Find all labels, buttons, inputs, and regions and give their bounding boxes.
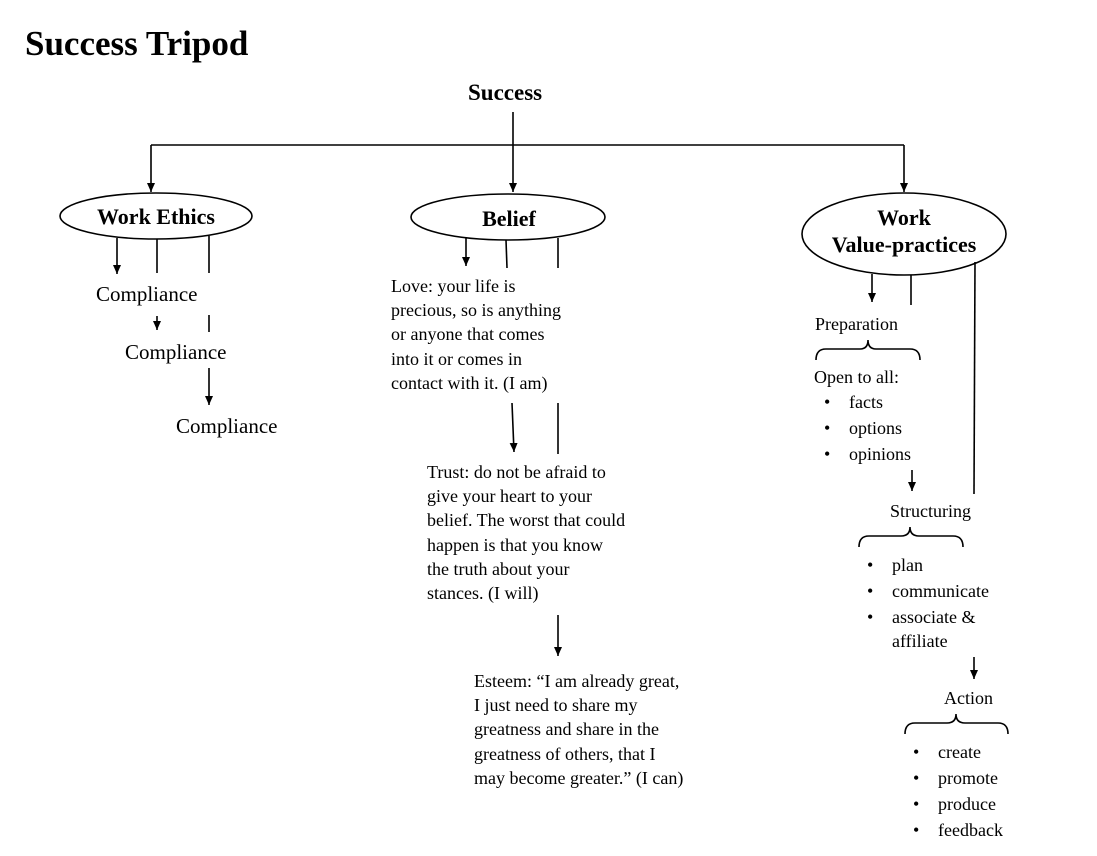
trust-paragraph: Trust: do not be afraid to give your hea…: [427, 460, 625, 605]
preparation-brace: [815, 339, 921, 361]
list-item: associate &: [864, 604, 989, 630]
love-to-trust-arrow: [509, 402, 518, 453]
work-value-practices-node: [801, 192, 1007, 276]
action-brace: [904, 713, 1009, 735]
esteem-line: greatness of others, that I: [474, 743, 656, 764]
trust-line: give your heart to your: [427, 486, 592, 507]
preparation-label: Preparation: [815, 314, 898, 334]
preparation-intro: Open to all:: [814, 367, 899, 387]
belief-node: [410, 193, 606, 241]
trust-line: the truth about your: [427, 558, 570, 579]
list-item: create: [910, 739, 1003, 765]
list-item: options: [821, 415, 911, 441]
trust-line: Trust: do not be afraid to: [427, 462, 606, 482]
list-item: feedback: [910, 817, 1003, 843]
love-paragraph: Love: your life is precious, so is anyth…: [391, 274, 561, 395]
work-value-practices-label-line1: Work: [877, 205, 931, 230]
structuring-label: Structuring: [890, 501, 971, 521]
work-ethics-node: [59, 192, 253, 240]
work-ethics-label: Work Ethics: [97, 204, 215, 229]
trust-line: belief. The worst that could: [427, 510, 626, 531]
belief-label: Belief: [482, 206, 536, 231]
list-item-continuation: affiliate: [892, 631, 948, 651]
esteem-line: I just need to share my: [474, 695, 638, 716]
wvp-line-action: [973, 261, 976, 495]
esteem-line: Esteem: “I am already great,: [474, 671, 680, 691]
action-label: Action: [944, 688, 993, 708]
esteem-paragraph: Esteem: “I am already great, I just need…: [474, 669, 683, 790]
trust-line: stances. (I will): [427, 583, 539, 604]
structuring-list: plan communicate associate & affiliate: [864, 552, 989, 652]
love-line: into it or comes in: [391, 348, 522, 369]
love-line: precious, so is anything: [391, 300, 561, 321]
compliance-item-1: Compliance: [96, 282, 198, 306]
list-item: communicate: [864, 578, 989, 604]
esteem-line: greatness and share in the: [474, 719, 659, 740]
list-item: promote: [910, 765, 1003, 791]
action-list: create promote produce feedback: [910, 739, 1003, 843]
root-node-label: Success: [468, 80, 543, 105]
list-item: opinions: [821, 441, 911, 467]
preparation-list: facts options opinions: [821, 389, 911, 467]
compliance-item-3: Compliance: [176, 414, 278, 438]
belief-line-trust: [505, 239, 508, 269]
structuring-brace: [858, 526, 964, 548]
trust-line: happen is that you know: [427, 534, 603, 555]
esteem-line: may become greater.” (I can): [474, 767, 684, 788]
work-value-practices-label-line2: Value-practices: [831, 232, 977, 257]
love-line: or anyone that comes: [391, 324, 545, 345]
love-line: Love: your life is: [391, 276, 516, 296]
list-item: facts: [821, 389, 911, 415]
list-item: produce: [910, 791, 1003, 817]
list-item: plan: [864, 552, 989, 578]
page-title: Success Tripod: [25, 24, 249, 63]
compliance-item-2: Compliance: [125, 340, 227, 364]
love-line: contact with it. (I am): [391, 372, 548, 393]
